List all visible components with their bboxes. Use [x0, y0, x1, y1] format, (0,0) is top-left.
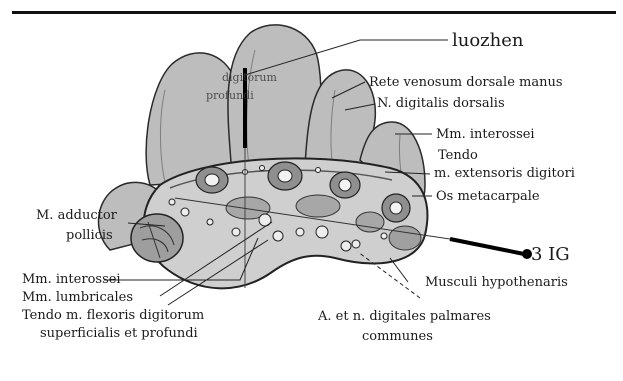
label-profundi-top: profundi	[206, 88, 254, 103]
label-tendo-top: Tendo	[438, 148, 478, 163]
label-m-extensoris: m. extensoris digitori	[434, 166, 575, 181]
label-mm-interossei-bottom: Mm. interossei	[22, 272, 121, 287]
label-a-et-n-digitales: A. et n. digitales palmares	[318, 309, 491, 324]
label-communes: communes	[362, 329, 433, 344]
label-superficialis: superficialis et profundi	[40, 326, 198, 341]
label-musculi-hypothenaris: Musculi hypothenaris	[425, 275, 568, 290]
ig-needle	[450, 239, 524, 254]
label-mm-lumbricales: Mm. lumbricales	[22, 290, 133, 305]
thenar-region	[131, 214, 183, 262]
section-slab	[131, 158, 427, 288]
label-pollicis: pollicis	[66, 228, 113, 243]
label-mm-interossei-top: Mm. interossei	[436, 127, 535, 142]
label-rete-venosum: Rete venosum dorsale manus	[369, 75, 563, 90]
label-digitorum: digitorum	[222, 70, 277, 85]
label-m-adductor: M. adductor	[36, 208, 117, 223]
label-n-digitalis-dorsalis: N. digitalis dorsalis	[377, 96, 505, 111]
label-tendo-flexoris: Tendo m. flexoris digitorum	[22, 308, 204, 323]
label-luozhen: luozhen	[452, 31, 524, 51]
label-os-metacarpale: Os metacarpale	[436, 189, 540, 204]
label-3-ig: 3 IG	[531, 245, 570, 265]
